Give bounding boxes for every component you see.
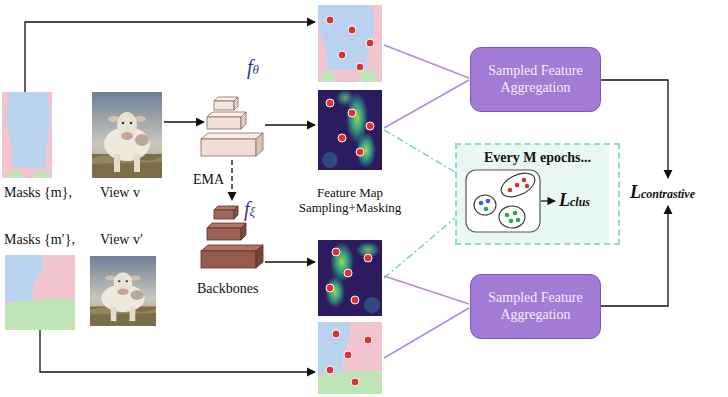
backbone-label: Backbones [197, 281, 258, 297]
input-label: Masks {m}, [4, 185, 72, 201]
ema-label: EMA [193, 172, 224, 188]
mask-image [5, 255, 75, 330]
mask-image [2, 92, 52, 178]
aggregation-box: Sampled Feature Aggregation [470, 274, 601, 339]
box-text: Sampled Feature Aggregation [477, 290, 594, 324]
function-label: fξ [244, 198, 255, 220]
cluster-panel: Every M epochs... Lclus [455, 143, 620, 245]
cow-photo [92, 92, 162, 178]
cluster-icon [466, 168, 555, 232]
input-label: Masks {m′}, [4, 232, 75, 248]
loss-label: Lcontrastive [630, 183, 695, 203]
mask-image [318, 322, 382, 394]
mask-image [318, 5, 382, 82]
panel-heading: Every M epochs... [457, 150, 618, 166]
aggregation-box: Sampled Feature Aggregation [470, 47, 601, 112]
backbone-blocks [201, 97, 263, 156]
step-label: Feature Map Sampling+Masking [291, 186, 409, 216]
box-text: Sampled Feature Aggregation [477, 63, 594, 97]
loss-label: Lclus [559, 191, 590, 211]
function-label: fθ [247, 56, 259, 78]
feature-map [318, 90, 382, 170]
cow-photo [90, 256, 156, 326]
feature-map [318, 240, 382, 316]
input-label: View v [100, 185, 140, 201]
input-label: View v′ [100, 232, 143, 248]
